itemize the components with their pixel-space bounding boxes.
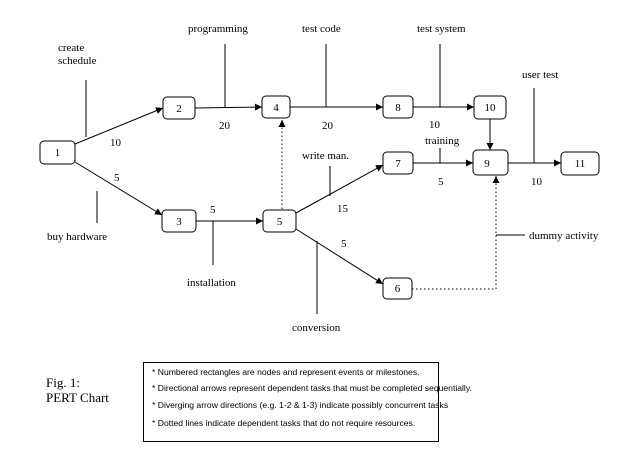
duration-1-2: 10 bbox=[110, 137, 122, 149]
node-3-label: 3 bbox=[176, 216, 182, 228]
node-7-label: 7 bbox=[395, 158, 401, 170]
task-label-conversion: conversion bbox=[292, 322, 341, 334]
node-3: 3 bbox=[161, 209, 197, 233]
task-label-test-system: test system bbox=[417, 23, 466, 35]
task-label-programming: programming bbox=[188, 23, 248, 35]
node-10-label: 10 bbox=[485, 102, 497, 114]
node-7: 7 bbox=[382, 151, 414, 175]
legend-line-diverging: * Diverging arrow directions (e.g. 1-2 &… bbox=[152, 400, 449, 410]
task-label-user-test: user test bbox=[522, 69, 558, 81]
duration-4-8: 20 bbox=[322, 120, 334, 132]
node-2: 2 bbox=[162, 96, 196, 120]
task-label-training: training bbox=[425, 135, 460, 147]
node-11-label: 11 bbox=[575, 158, 586, 170]
figure-caption: Fig. 1: PERT Chart bbox=[46, 375, 109, 405]
duration-5-6: 5 bbox=[341, 238, 347, 250]
node-8: 8 bbox=[382, 95, 414, 119]
node-10: 10 bbox=[473, 95, 507, 120]
task-labels: create schedule buy hardware programming… bbox=[47, 23, 599, 334]
node-6-label: 6 bbox=[395, 283, 401, 295]
duration-7-9: 5 bbox=[438, 176, 444, 188]
arrow-1-2 bbox=[74, 107, 164, 145]
arrow-5-7 bbox=[295, 164, 384, 214]
dotted-arrow-6-9 bbox=[412, 176, 500, 290]
node-9: 9 bbox=[472, 149, 509, 176]
task-arrows bbox=[74, 103, 561, 285]
duration-1-3: 5 bbox=[114, 172, 120, 184]
node-4: 4 bbox=[261, 95, 291, 119]
legend-box: * Numbered rectangles are nodes and repr… bbox=[143, 362, 472, 442]
duration-3-5: 5 bbox=[210, 204, 216, 216]
node-8-label: 8 bbox=[395, 102, 401, 114]
task-label-write-man: write man. bbox=[302, 150, 349, 162]
callout-lines bbox=[85, 44, 535, 314]
task-label-create-schedule-line1: create bbox=[58, 42, 84, 54]
figure-caption-line2: PERT Chart bbox=[46, 390, 109, 405]
node-6: 6 bbox=[382, 277, 413, 300]
duration-9-11: 10 bbox=[531, 176, 543, 188]
duration-2-4: 20 bbox=[219, 120, 231, 132]
arrow-5-6 bbox=[295, 228, 384, 285]
node-1-label: 1 bbox=[55, 147, 61, 159]
node-4-label: 4 bbox=[273, 102, 279, 114]
task-label-installation: installation bbox=[187, 277, 236, 289]
node-5-label: 5 bbox=[277, 216, 283, 228]
legend-line-nodes: * Numbered rectangles are nodes and repr… bbox=[152, 367, 420, 377]
nodes: 1 2 3 4 5 6 7 8 bbox=[39, 95, 600, 300]
node-1: 1 bbox=[39, 140, 76, 165]
duration-labels: 10 5 20 5 20 15 5 10 5 10 bbox=[110, 119, 543, 250]
node-11: 11 bbox=[560, 151, 600, 176]
arrow-1-3 bbox=[74, 161, 163, 216]
legend-line-dotted: * Dotted lines indicate dependent tasks … bbox=[152, 418, 416, 428]
arrow-2-4 bbox=[194, 103, 263, 111]
figure-caption-line1: Fig. 1: bbox=[46, 375, 80, 390]
task-label-test-code: test code bbox=[302, 23, 341, 35]
task-label-create-schedule-line2: schedule bbox=[58, 55, 97, 67]
task-label-buy-hardware: buy hardware bbox=[47, 231, 107, 243]
node-2-label: 2 bbox=[176, 103, 182, 115]
task-label-create-schedule: create schedule bbox=[58, 42, 97, 67]
dotted-dependencies bbox=[278, 120, 500, 290]
node-9-label: 9 bbox=[484, 158, 490, 170]
legend-line-arrows: * Directional arrows represent dependent… bbox=[152, 383, 472, 393]
duration-5-7: 15 bbox=[337, 203, 349, 215]
task-label-dummy-activity: dummy activity bbox=[529, 230, 599, 242]
duration-8-10: 10 bbox=[429, 119, 441, 131]
node-5: 5 bbox=[262, 209, 297, 233]
